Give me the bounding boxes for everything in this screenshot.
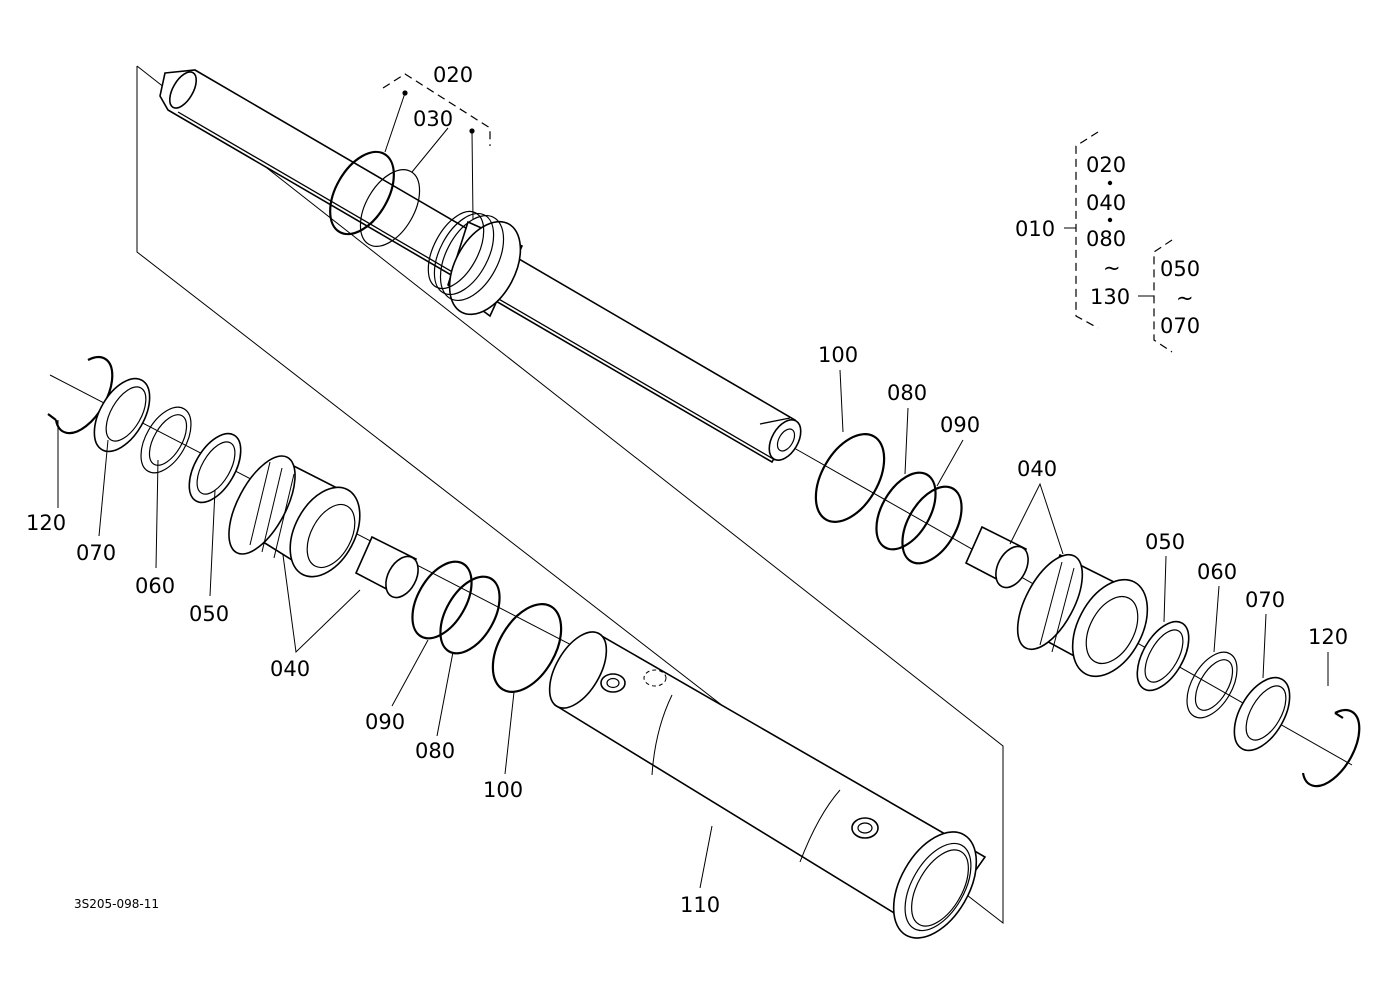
rod-guide-left (228, 455, 361, 578)
label-070-right: 070 (1245, 588, 1285, 612)
backup-ring-right-080 (875, 471, 937, 551)
label-040-right: 040 (1017, 457, 1057, 481)
bushing-right (964, 525, 1029, 589)
label-010: 010 (1015, 217, 1055, 241)
rod-guide-right (1016, 553, 1149, 678)
label-060-right: 060 (1197, 560, 1237, 584)
tilde-b: ~ (1176, 286, 1194, 310)
piston (427, 210, 524, 318)
assembly-tree-bracket (402, 90, 1173, 353)
assembly-frame (136, 65, 1004, 925)
o-ring-left-100 (491, 603, 563, 693)
drawing-code: 3S205-098-11 (74, 897, 159, 911)
label-050-tree: 050 (1160, 257, 1200, 281)
label-080-right: 080 (887, 381, 927, 405)
label-080-tree: 080 (1086, 227, 1126, 251)
snap-ring-right (1301, 708, 1361, 788)
backup-ring-left-080 (439, 575, 501, 655)
part-labels: 020 030 010 020 040 080 ~ 130 050 ~ 070 … (26, 63, 1348, 917)
label-090-right: 090 (940, 413, 980, 437)
label-080-left: 080 (415, 739, 455, 763)
label-040-tree: 040 (1086, 191, 1126, 215)
label-050-left: 050 (189, 602, 229, 626)
bushing-left (354, 535, 419, 599)
label-120-left: 120 (26, 511, 66, 535)
piston-rings (329, 150, 421, 247)
label-050-right: 050 (1145, 530, 1185, 554)
label-020-tree: 020 (1086, 153, 1126, 177)
label-020-top: 020 (433, 63, 473, 87)
backup-ring-left (140, 406, 192, 474)
label-100-left: 100 (483, 778, 523, 802)
label-070-left: 070 (76, 541, 116, 565)
tilde-a: ~ (1103, 256, 1121, 280)
label-090-left: 090 (365, 710, 405, 734)
label-070-tree: 070 (1160, 314, 1200, 338)
label-130-tree: 130 (1090, 285, 1130, 309)
o-ring-left-090 (411, 560, 473, 640)
o-ring-right-090 (901, 485, 963, 565)
u-packing-right (1136, 620, 1190, 692)
label-120-right: 120 (1308, 625, 1348, 649)
o-ring-right-100 (814, 433, 886, 523)
label-060-left: 060 (135, 574, 175, 598)
label-100-right: 100 (818, 343, 858, 367)
wiper-seal-left (93, 377, 151, 453)
label-030: 030 (413, 107, 453, 131)
backup-ring-right (1186, 651, 1238, 719)
label-110: 110 (680, 893, 720, 917)
cylinder-tube (548, 631, 987, 939)
label-040-left: 040 (270, 657, 310, 681)
u-packing-left (188, 432, 242, 504)
leader-lines (57, 73, 1329, 889)
wiper-seal-right (1233, 676, 1291, 752)
